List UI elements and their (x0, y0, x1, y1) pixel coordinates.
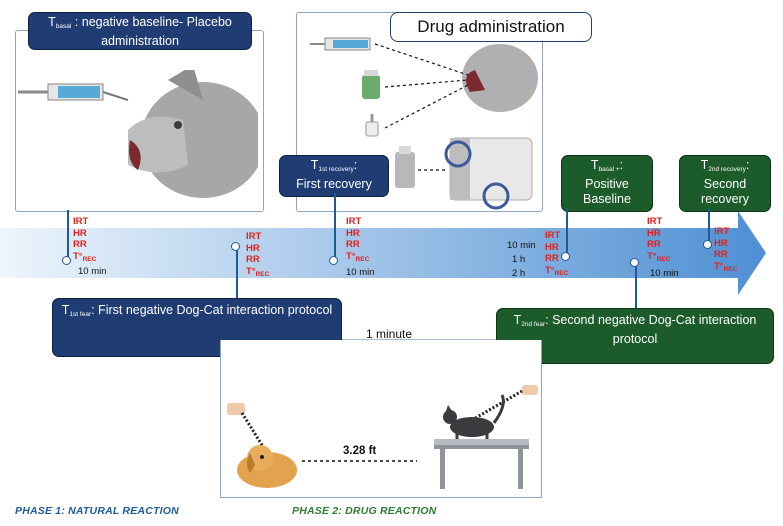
measure-trec-sub: REC (656, 255, 671, 263)
measure-trec: T° (714, 260, 724, 272)
measure-rr: RR (246, 254, 260, 265)
timepoint-pin-3 (329, 256, 338, 265)
measure-trec: T° (73, 250, 83, 262)
connector-4 (566, 208, 568, 256)
measure-rr: RR (714, 249, 728, 260)
second-recovery-box: T2nd recovery: Second recovery (679, 155, 771, 212)
colon: : (353, 158, 358, 172)
connector-3 (334, 193, 336, 260)
second-recovery-label: Second recovery (701, 177, 749, 206)
duration-2: 10 min (346, 267, 375, 278)
timepoint-pin-4 (561, 252, 570, 261)
measure-hr: HR (647, 227, 661, 239)
t-subscript: 2nd recovery (708, 166, 746, 173)
first-fear-label: : First negative Dog-Cat interaction pro… (91, 303, 333, 317)
connector-1 (67, 210, 69, 260)
measure-trec-sub: REC (723, 265, 738, 273)
drug-administration-title: Drug administration (390, 12, 592, 42)
colon: : (745, 158, 750, 172)
measure-trec-sub: REC (554, 269, 569, 277)
measurement-group-6: IRT HR RR T°REC (714, 226, 737, 275)
measurement-group-1: IRT HR RR T°REC (73, 216, 96, 265)
distance-label: 3.28 ft (343, 445, 377, 457)
cat-placebo-illustration (18, 70, 258, 198)
t-symbol: T (700, 158, 709, 172)
connector-2 (236, 246, 238, 298)
phase-1-label: PHASE 1: NATURAL REACTION (15, 505, 179, 517)
timepoint-pin-5 (630, 258, 639, 267)
measurement-group-3: IRT HR RR T°REC (346, 216, 369, 265)
measure-trec: T° (545, 264, 555, 276)
measure-hr: HR (545, 241, 559, 253)
connector-6 (708, 208, 710, 244)
timepoint-pin-1 (62, 256, 71, 265)
measure-rr: RR (545, 253, 559, 264)
basal-positive-label: Positive Baseline (583, 177, 631, 206)
measure-trec: T° (246, 265, 256, 277)
measure-rr: RR (647, 239, 661, 250)
first-recovery-box: T1st recovery: First recovery (279, 155, 389, 197)
measure-irt: IRT (246, 231, 262, 242)
first-recovery-label: First recovery (296, 177, 372, 191)
measure-hr: HR (714, 237, 728, 249)
t-symbol: T (310, 158, 319, 172)
measure-hr: HR (346, 227, 360, 239)
measure-irt: IRT (647, 216, 663, 227)
t-subscript: basal (55, 23, 72, 30)
t-symbol: T (48, 15, 56, 29)
measurement-group-4: IRT HR RR T°REC (545, 230, 568, 279)
duration-1: 10 min (78, 266, 107, 277)
measure-hr: HR (73, 227, 87, 239)
measure-trec: T° (647, 250, 657, 262)
phase-2-label: PHASE 2: DRUG REACTION (292, 505, 437, 517)
measure-irt: IRT (714, 226, 730, 237)
timepoint-pin-2 (231, 242, 240, 251)
duration-4: 10 min (650, 268, 679, 279)
basal-negative-label: : negative baseline- Placebo administrat… (71, 15, 232, 48)
measure-trec-sub: REC (355, 255, 370, 263)
measure-hr: HR (246, 242, 260, 254)
basal-negative-box: Tbasal : negative baseline- Placebo admi… (28, 12, 252, 50)
dog-cat-illustration (227, 385, 538, 489)
duration-3a: 10 min (507, 240, 536, 251)
t-symbol: T (61, 303, 70, 317)
second-fear-box: T2nd fear: Second negative Dog-Cat inter… (496, 308, 774, 364)
timepoint-pin-6 (703, 240, 712, 249)
interaction-duration-label: 1 minute (366, 327, 413, 341)
drug-routes-illustration (310, 37, 538, 210)
t-subscript: basal + (598, 166, 620, 173)
measurement-group-5: IRT HR RR T°REC (647, 216, 670, 265)
measure-irt: IRT (73, 216, 89, 227)
measure-trec: T° (346, 250, 356, 262)
measure-irt: IRT (346, 216, 362, 227)
t-subscript: 2nd fear (521, 321, 546, 328)
measurement-group-2: IRT HR RR T°REC (246, 231, 269, 280)
measure-irt: IRT (545, 230, 561, 241)
connector-5 (635, 262, 637, 308)
colon: : (619, 158, 624, 172)
t-subscript: 1st fear (69, 311, 92, 318)
second-fear-label: : Second negative Dog-Cat interaction pr… (545, 313, 757, 346)
basal-positive-box: Tbasal +: Positive Baseline (561, 155, 653, 212)
t-subscript: 1st recovery (318, 166, 354, 173)
t-symbol: T (590, 158, 599, 172)
t-symbol: T (513, 313, 522, 327)
measure-rr: RR (346, 239, 360, 250)
measure-rr: RR (73, 239, 87, 250)
duration-3c: 2 h (512, 268, 526, 279)
measure-trec-sub: REC (82, 255, 97, 263)
duration-3b: 1 h (512, 254, 526, 265)
measure-trec-sub: REC (255, 270, 270, 278)
